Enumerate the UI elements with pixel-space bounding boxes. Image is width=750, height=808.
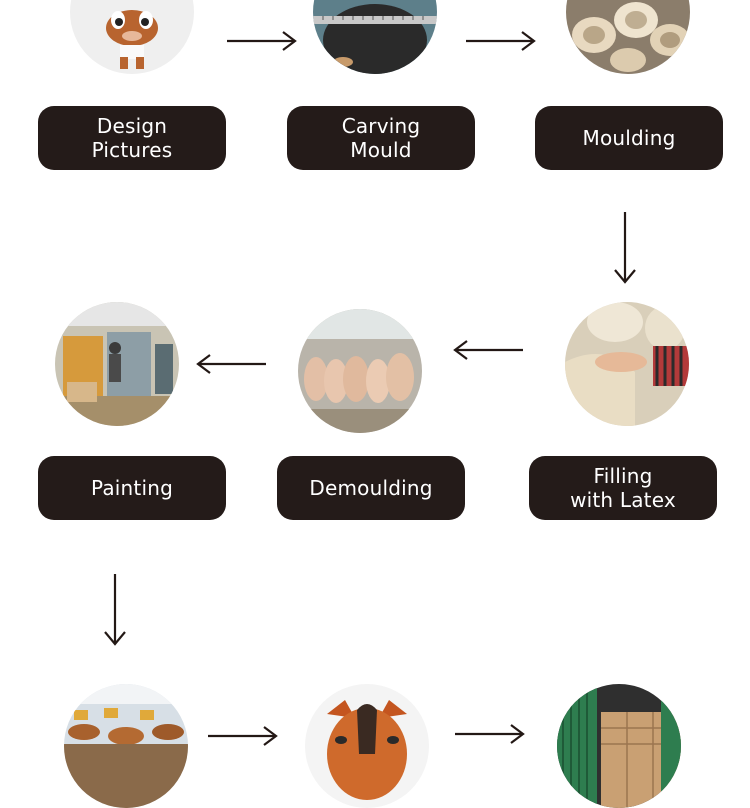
arrow-left-1 — [196, 354, 266, 374]
step-label-demoulding: Demoulding — [277, 456, 465, 520]
arrow-down-1 — [613, 212, 637, 284]
paint-booth-photo — [55, 302, 179, 426]
horse-head-masks-photo — [298, 309, 422, 433]
arrow-right-2 — [466, 31, 536, 51]
arrow-down-2 — [103, 574, 127, 646]
shipping-container-photo — [557, 684, 681, 808]
arrow-right-1 — [227, 31, 297, 51]
finished-horse-mask-photo — [305, 684, 429, 808]
cartoon-horse-figure-photo — [70, 0, 194, 74]
arrow-right-3 — [208, 726, 278, 746]
arrow-right-4 — [455, 724, 525, 744]
arrow-left-2 — [453, 340, 523, 360]
latex-filling-photo — [565, 302, 689, 426]
sewing-workshop-photo — [64, 684, 188, 808]
black-mould-with-ruler-photo — [313, 0, 437, 74]
step-label-painting: Painting — [38, 456, 226, 520]
plaster-moulds-photo — [566, 0, 690, 74]
step-label-moulding: Moulding — [535, 106, 723, 170]
